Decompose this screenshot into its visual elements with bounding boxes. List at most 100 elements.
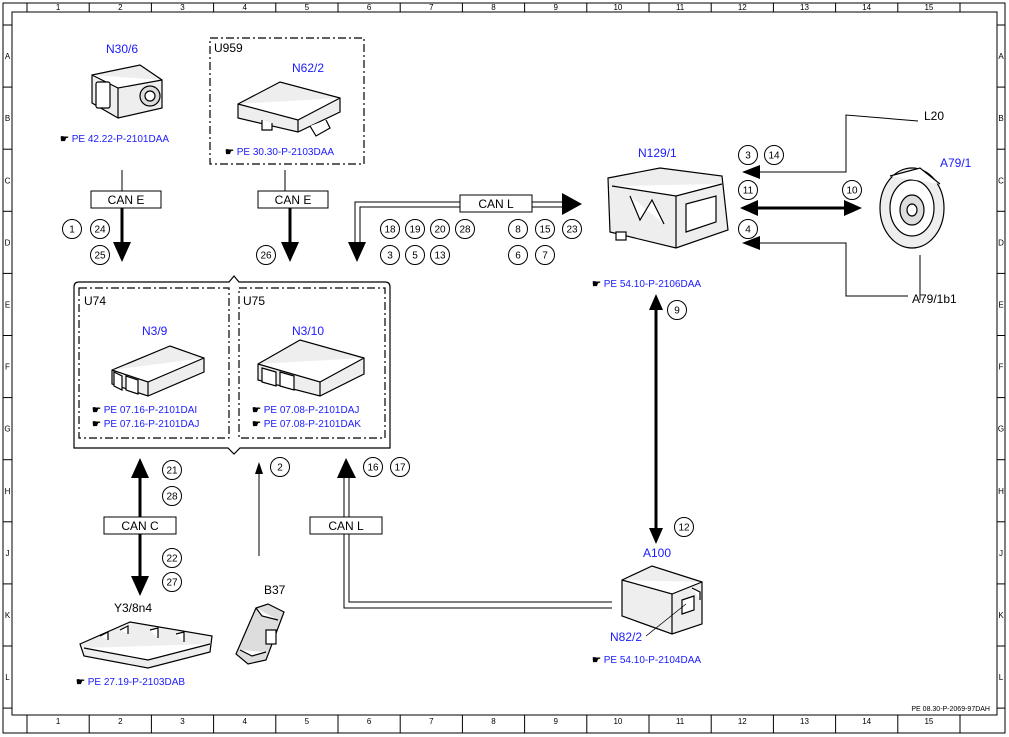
signal-marker-circle [90, 219, 110, 239]
signal-number: 13 [434, 251, 446, 262]
blower-motor-icon [879, 167, 945, 249]
grid-col-top: 10 [613, 3, 622, 12]
grid-col-top: 13 [800, 3, 809, 12]
b37-label: B37 [264, 583, 286, 597]
signal-number: 7 [542, 251, 548, 262]
signal-marker-circle [363, 457, 383, 477]
grid-col-bottom: 2 [118, 717, 123, 726]
signal-number: 15 [539, 225, 551, 236]
grid-row-right: G [998, 425, 1004, 434]
grid-col-top: 12 [738, 3, 747, 12]
grid-row-right: E [998, 300, 1003, 309]
signal-marker-circle [535, 245, 555, 265]
grid-row-left: J [6, 549, 10, 558]
grid-row-left: A [5, 52, 11, 61]
can-e-2-arrow [281, 242, 299, 262]
radar-control-unit-icon [237, 81, 341, 137]
grid-col-bottom: 4 [242, 717, 247, 726]
grid-row-left: F [5, 363, 10, 372]
signal-number: 4 [745, 225, 751, 236]
can-c-arrow-up [131, 458, 149, 478]
grid-row-right: B [998, 114, 1003, 123]
signal-marker-circle [455, 219, 475, 239]
signal-marker-circle [842, 180, 862, 200]
grid-col-bottom: 5 [305, 717, 310, 726]
accelerator-pedal-icon [235, 603, 285, 665]
signal-marker-circle [390, 457, 410, 477]
can-e-1-box [90, 190, 162, 209]
grid-row-left: D [5, 238, 11, 247]
n3-9-ref1: ☛ PE 07.16-P-2101DAI [92, 405, 197, 416]
a79-1-label: A79/1 [940, 156, 972, 170]
can-c-label: CAN C [121, 519, 159, 533]
a100-ref: ☛ PE 54.10-P-2104DAA [592, 655, 701, 666]
grid-row-left: K [5, 611, 11, 620]
signal-number: 28 [166, 492, 178, 503]
a79-1b1-connection [760, 242, 921, 300]
u74-group-box [78, 287, 230, 439]
grid-col-bottom: 13 [800, 717, 809, 726]
valve-body-icon [79, 621, 213, 669]
signal-number: 21 [166, 466, 178, 477]
signal-marker-circle [508, 219, 528, 239]
signal-marker-circle [380, 245, 400, 265]
signal-number: 12 [678, 523, 690, 534]
a100-label: A100 [643, 546, 671, 560]
signal-marker-circle [162, 572, 182, 592]
signal-number: 22 [166, 554, 178, 565]
signal-number: 16 [367, 463, 379, 474]
signal-marker-circle [162, 486, 182, 506]
signal-number: 25 [94, 251, 106, 262]
grid-row-left: C [5, 176, 11, 185]
can-e-2-label: CAN E [275, 193, 312, 207]
can-l-top-box [459, 194, 533, 213]
grid-col-top: 11 [676, 3, 685, 12]
y3-8n4-ref: ☛ PE 27.19-P-2103DAB [76, 677, 185, 688]
grid-row-left: H [5, 487, 11, 496]
u74-group-label: U74 [84, 294, 106, 308]
signal-number: 10 [846, 186, 858, 197]
grid-row-right: H [998, 487, 1004, 496]
engine-ecu-group [73, 275, 391, 455]
n3-10-ref1: ☛ PE 07.08-P-2101DAJ [252, 405, 359, 416]
signal-marker-circle [430, 219, 450, 239]
u959-group-label: U959 [214, 41, 243, 55]
n3-10-ref2: ☛ PE 07.08-P-2101DAK [252, 419, 361, 430]
grid-row-right: J [999, 549, 1003, 558]
l20-label: L20 [924, 109, 944, 123]
a79-1b1-arrow [742, 236, 760, 250]
signal-number: 23 [566, 225, 578, 236]
can-l-bottom-label: CAN L [328, 519, 364, 533]
grid-row-right: C [998, 176, 1004, 185]
signal-number: 5 [412, 251, 418, 262]
grid-col-bottom: 10 [613, 717, 622, 726]
signal-number: 18 [384, 225, 396, 236]
grid-col-bottom: 14 [862, 717, 871, 726]
grid-row-left: L [5, 673, 10, 682]
u75-group-label: U75 [243, 294, 265, 308]
n129-a100-arrow-down [649, 528, 663, 544]
grid-col-bottom: 6 [367, 717, 372, 726]
signal-marker-circle [405, 245, 425, 265]
signal-number: 17 [394, 463, 406, 474]
signal-number: 20 [434, 225, 446, 236]
n3-9-ecu-icon [111, 345, 205, 397]
n30-6-ref: ☛ PE 42.22-P-2101DAA [60, 134, 169, 145]
grid-col-bottom: 12 [738, 717, 747, 726]
signal-number: 28 [459, 225, 471, 236]
n129-a100-arrow-up [649, 294, 663, 310]
signal-number: 24 [94, 225, 106, 236]
grid-col-top: 6 [367, 3, 372, 12]
can-l-bottom-bus [343, 478, 612, 609]
signal-number: 14 [768, 151, 780, 162]
grid-col-bottom: 3 [180, 717, 185, 726]
n82-2-leader [645, 603, 687, 637]
n129-1-label: N129/1 [638, 146, 677, 160]
n82-2-label: N82/2 [610, 630, 642, 644]
grid-col-bottom: 9 [553, 717, 558, 726]
signal-number: 1 [69, 225, 75, 236]
signal-marker-circle [738, 219, 758, 239]
signal-marker-circle [430, 245, 450, 265]
